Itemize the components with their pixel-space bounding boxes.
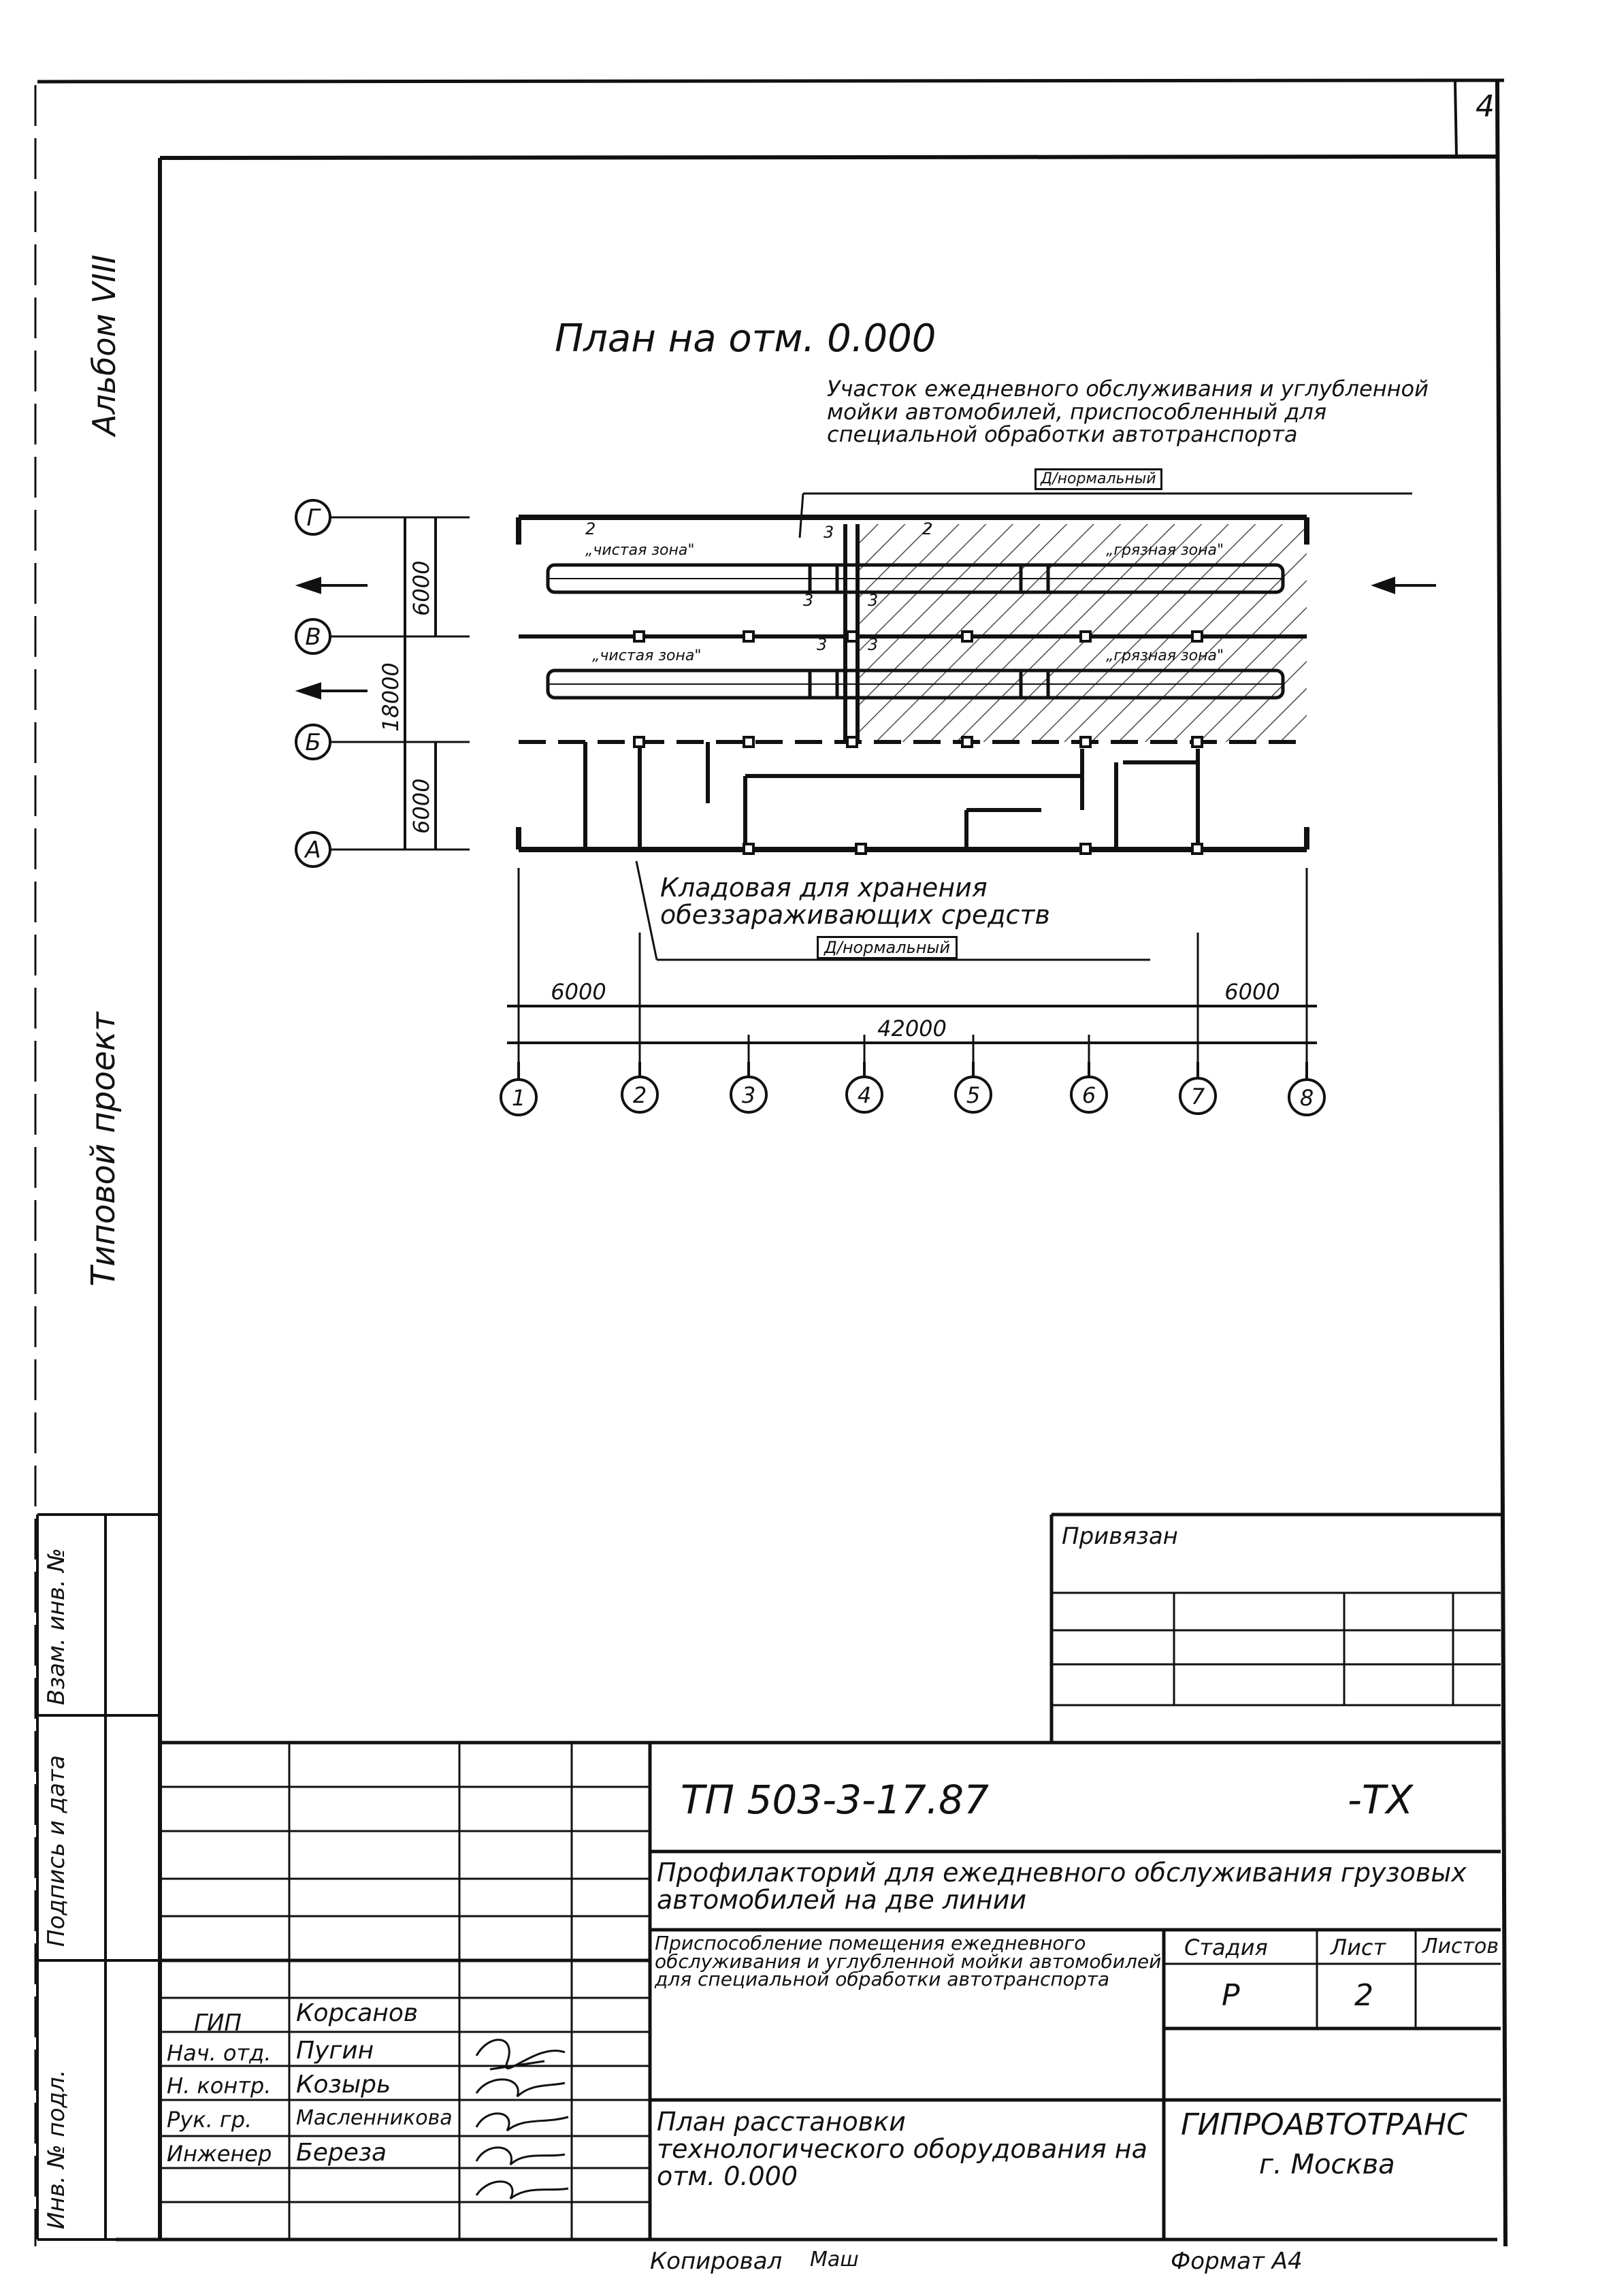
zone-clean-label: „чистая зона"	[592, 647, 701, 664]
zone-dirty-label: „грязная зона"	[1106, 542, 1224, 559]
drawing-name: План расстановки технологического оборуд…	[657, 2107, 1147, 2191]
row-axis-label: А	[304, 837, 321, 864]
row-axis-label: В	[305, 624, 321, 651]
wash-line-1	[546, 563, 1285, 594]
dim-row-bottom: 6000	[408, 779, 434, 834]
dim-col-left: 6000	[551, 979, 606, 1005]
dim-row-top: 6000	[408, 561, 434, 616]
role-label: Рук. гр.	[167, 2107, 252, 2133]
side-col-signature: Подпись и дата	[43, 1755, 70, 1947]
equip-mark: 3	[824, 523, 834, 542]
role-name: Козырь	[296, 2071, 391, 2099]
side-col-replace: Взам. инв. №	[43, 1548, 70, 1705]
floor-plan: Г В Б А 6000 6000 18000 6000 6000	[295, 492, 1436, 1116]
row-axis-b	[295, 724, 331, 760]
col-axis-label: 1	[512, 1085, 525, 1111]
callout-storage: Кладовая для хранения обеззараживающих с…	[660, 873, 1050, 930]
document-suffix: -ТХ	[1348, 1777, 1414, 1823]
col-axis-label: 8	[1300, 1085, 1314, 1111]
col-axis-label: 3	[742, 1082, 755, 1108]
project-name: Профилакторий для ежедневного обслуживан…	[657, 1858, 1467, 1915]
col-axis-label: 5	[966, 1082, 980, 1108]
sheets-label: Листов	[1422, 1935, 1499, 1958]
col-axis-label: 2	[633, 1082, 647, 1108]
column-axis-bubbles	[500, 1062, 1326, 1116]
side-album-label: Альбом VIII	[86, 255, 123, 436]
leader-lines	[635, 492, 1412, 961]
wash-line-2	[546, 668, 1285, 700]
sheet-frame	[34, 78, 1508, 2247]
bound-label: Привязан	[1062, 1523, 1178, 1550]
row-axis-v	[295, 618, 331, 655]
equip-mark: 2	[585, 519, 596, 538]
row-axis-a	[295, 831, 331, 868]
equip-mark: 2	[922, 519, 932, 538]
format-label: Формат А4	[1171, 2248, 1303, 2275]
equip-mark: 3	[868, 591, 878, 610]
side-project-label: Типовой проект	[84, 1012, 123, 1287]
side-stamp-column	[36, 1513, 160, 2241]
signatures	[475, 2039, 569, 2200]
row-axis-label: Г	[307, 504, 322, 532]
stage-label: Стадия	[1184, 1935, 1268, 1960]
outer-walls	[516, 515, 1309, 852]
role-name: Пугин	[296, 2037, 374, 2065]
sheet-description: Приспособление помещения ежедневного обс…	[655, 1932, 1162, 1991]
role-label: Н. контр.	[167, 2073, 272, 2099]
equip-mark: 3	[817, 635, 827, 654]
columns	[633, 630, 1203, 855]
row-axis-g	[295, 499, 331, 536]
role-label: Инженер	[167, 2141, 272, 2167]
dim-col-total: 42000	[877, 1016, 947, 1041]
callout-storage-category: Д/нормальный	[817, 936, 958, 959]
zone-dirty-label: „грязная зона"	[1106, 647, 1224, 664]
role-name: Корсанов	[296, 1999, 419, 2027]
row-axis-label: Б	[305, 729, 321, 756]
column-dimension-lines	[507, 868, 1317, 1062]
page-number: 4	[1476, 89, 1495, 124]
sheet-value: 2	[1354, 1978, 1373, 2013]
role-name: Береза	[296, 2139, 387, 2167]
role-label: Нач. отд.	[167, 2040, 272, 2066]
side-col-inventory: Инв. № подл.	[43, 2069, 70, 2229]
col-axis-label: 7	[1191, 1084, 1205, 1110]
organization-name: ГИПРОАВТОТРАНС	[1181, 2107, 1467, 2142]
title-block-grid	[160, 1513, 1501, 2240]
col-axis-label: 6	[1082, 1082, 1096, 1108]
entry-exit-arrows	[295, 577, 1436, 700]
callout-wash-area: Участок ежедневного обслуживания и углуб…	[827, 376, 1429, 448]
dim-row-total: 18000	[378, 662, 404, 732]
stage-value: Р	[1222, 1978, 1240, 2013]
row-dimension-lines	[330, 516, 470, 851]
sheet-label: Лист	[1331, 1935, 1386, 1960]
document-code: ТП 503-3-17.87	[681, 1777, 989, 1823]
plan-title: План на отм. 0.000	[555, 317, 936, 361]
role-name: Масленникова	[296, 2106, 453, 2130]
callout-wash-category: Д/нормальный	[1034, 468, 1162, 490]
dim-col-right: 6000	[1224, 979, 1280, 1005]
equip-mark: 3	[868, 635, 878, 654]
col-axis-label: 4	[858, 1082, 871, 1108]
copied-label: Копировал	[650, 2248, 783, 2275]
row-axis-bubbles	[295, 499, 331, 868]
zone-clean-label: „чистая зона"	[585, 542, 694, 559]
equip-mark: 3	[803, 591, 813, 610]
role-label: ГИП	[194, 2009, 242, 2037]
copied-name: Маш	[810, 2248, 859, 2271]
organization-city: г. Москва	[1259, 2149, 1395, 2180]
